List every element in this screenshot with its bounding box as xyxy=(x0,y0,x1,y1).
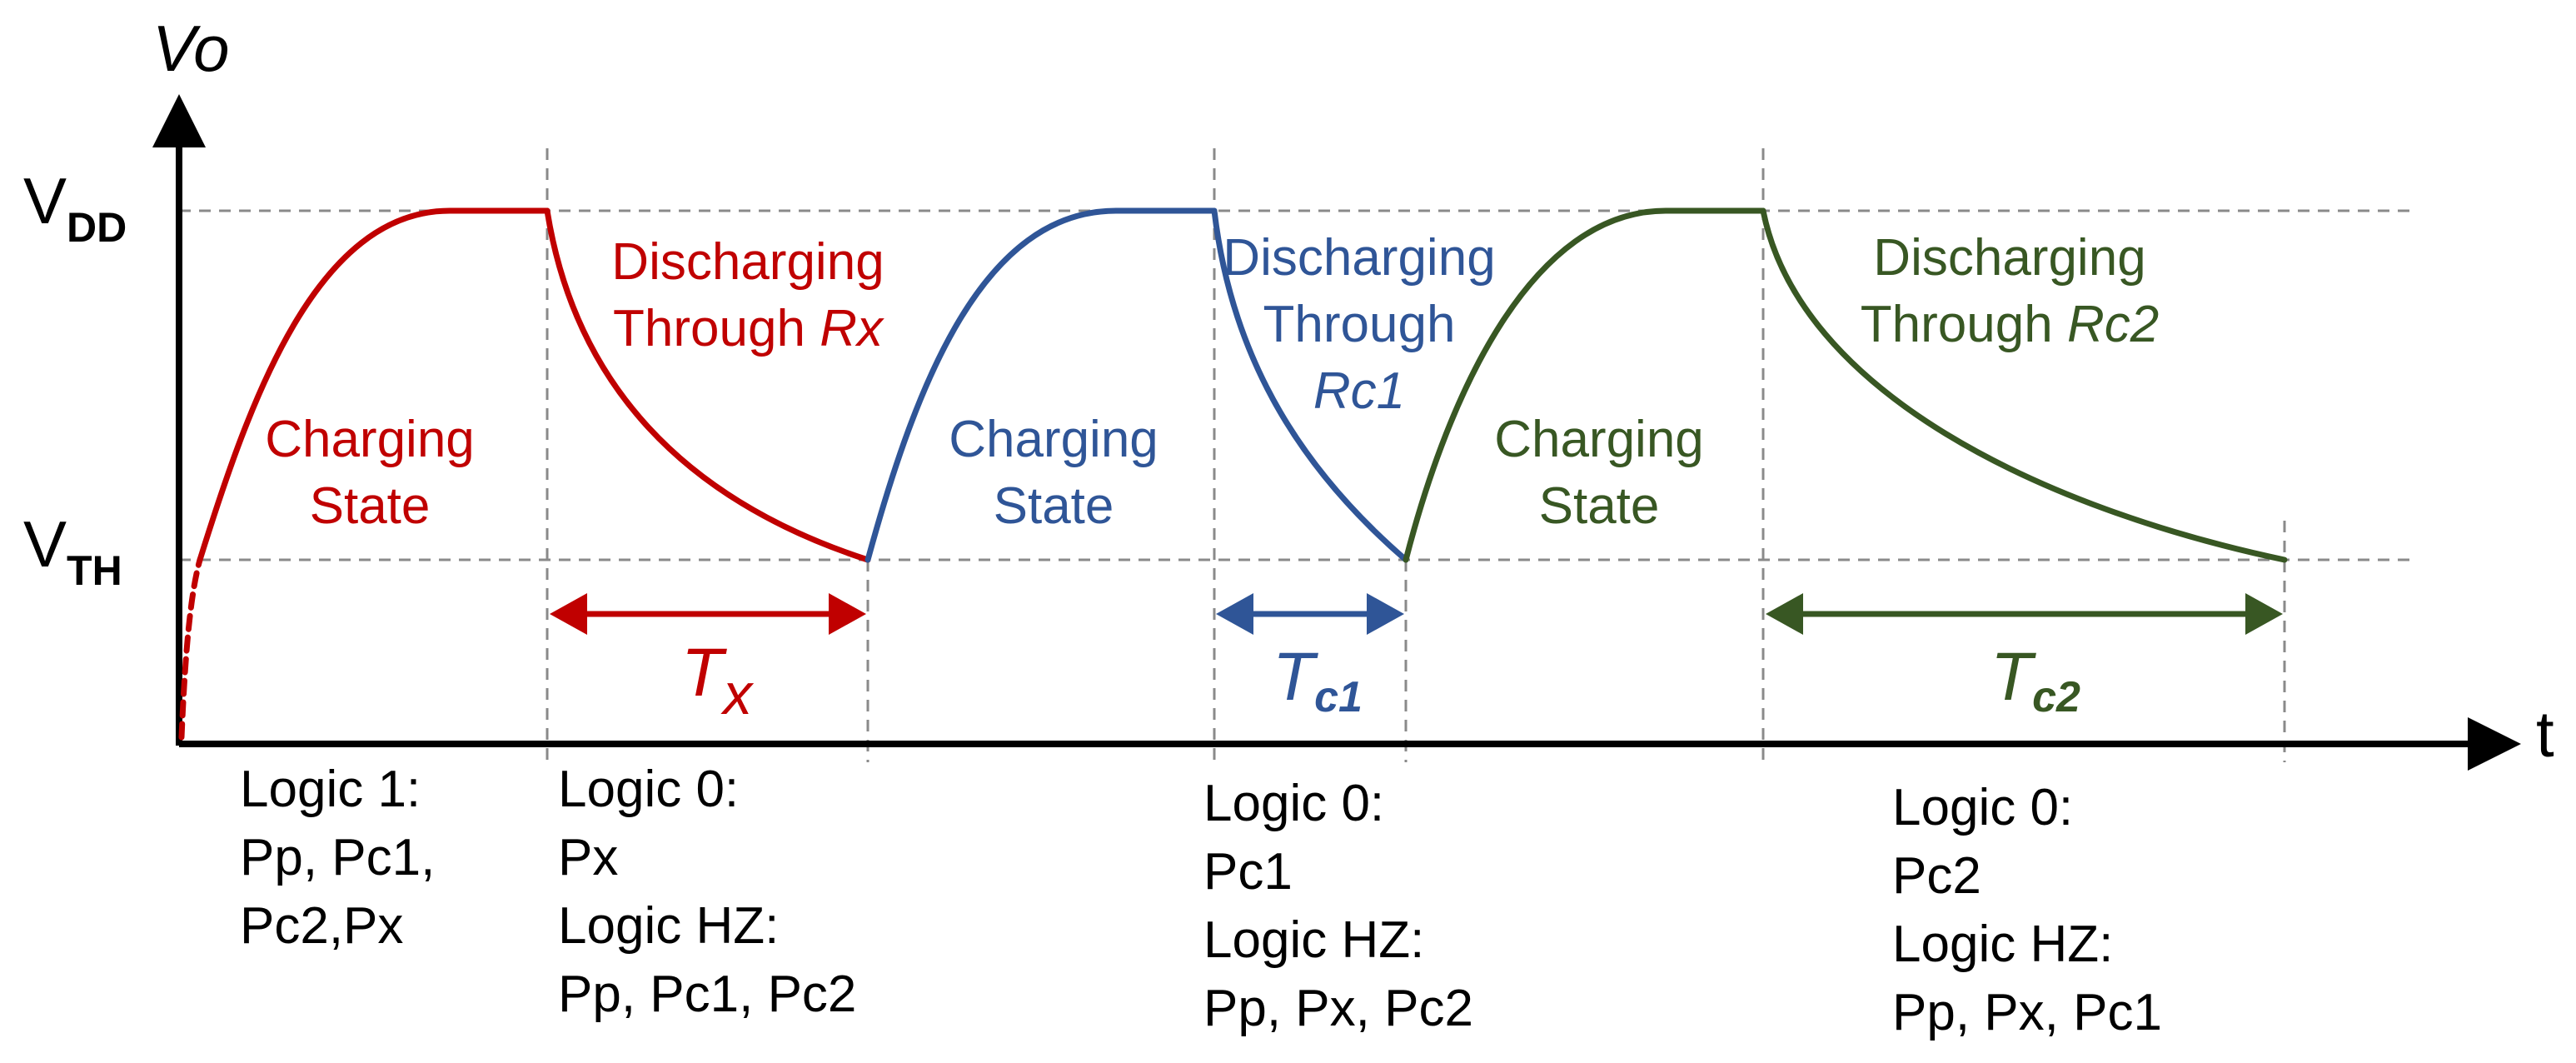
red-discharging-state-label: Discharging Through Rx xyxy=(611,233,884,357)
logic-block-2-line2: Px xyxy=(558,829,618,886)
logic-block-3-line4: Pp, Px, Pc2 xyxy=(1203,980,1473,1037)
tc1-label: Tc1 xyxy=(1273,639,1363,721)
tc2-arrowhead-right xyxy=(2245,593,2283,635)
period-arrows xyxy=(550,593,2283,635)
red-discharging-line1: Discharging xyxy=(611,233,884,291)
logic-block-2-line3: Logic HZ: xyxy=(558,897,779,955)
blue-discharging-line3: Rc1 xyxy=(1313,362,1405,420)
logic-block-1-line3: Pc2,Px xyxy=(240,897,403,955)
logic-block-4-line3: Logic HZ: xyxy=(1892,916,2113,973)
red-discharging-line2: Through Rx xyxy=(613,300,884,357)
logic-block-3: Logic 0: Pc1 Logic HZ: Pp, Px, Pc2 xyxy=(1203,775,1473,1037)
y-axis-label: Vo xyxy=(152,12,230,85)
grid-lines xyxy=(179,148,2415,762)
logic-block-3-line2: Pc1 xyxy=(1203,843,1293,901)
logic-block-4: Logic 0: Pc2 Logic HZ: Pp, Px, Pc1 xyxy=(1892,779,2162,1041)
green-charging-curve xyxy=(1403,207,1766,563)
red-discharging-curve xyxy=(544,207,871,563)
logic-block-3-line1: Logic 0: xyxy=(1203,775,1384,832)
red-charging-line2: State xyxy=(310,477,431,535)
blue-charging-state-label: Charging State xyxy=(949,411,1158,535)
logic-block-4-line2: Pc2 xyxy=(1892,847,1981,905)
logic-block-2-line1: Logic 0: xyxy=(558,761,739,818)
green-charging-state-label: Charging State xyxy=(1494,411,1704,535)
vth-label: VTH xyxy=(23,507,122,594)
blue-charging-curve xyxy=(864,207,1218,563)
green-discharging-line2: Through Rc2 xyxy=(1861,296,2159,353)
blue-charging-line2: State xyxy=(994,477,1114,535)
waveform-curves xyxy=(178,207,2288,741)
tc2-label: Tc2 xyxy=(1991,639,2080,721)
tc2-arrowhead-left xyxy=(1766,593,1803,635)
green-discharging-line1: Discharging xyxy=(1873,229,2145,287)
logic-block-4-line4: Pp, Px, Pc1 xyxy=(1892,984,2162,1041)
red-charging-curve xyxy=(197,207,551,563)
vdd-label: VDD xyxy=(23,164,127,251)
red-charging-state-label: Charging State xyxy=(265,411,475,535)
axes xyxy=(152,94,2521,771)
tx-label: Tx xyxy=(681,635,755,726)
blue-discharging-state-label: Discharging Through Rc1 xyxy=(1223,229,1495,420)
blue-discharging-line2: Through xyxy=(1263,296,1456,353)
red-initial-rise-dashed xyxy=(178,556,203,741)
logic-block-1-line2: Pp, Pc1, xyxy=(240,829,435,886)
tx-arrowhead-right xyxy=(829,593,866,635)
green-charging-line1: Charging xyxy=(1494,411,1704,468)
red-charging-line1: Charging xyxy=(265,411,475,468)
logic-block-1: Logic 1: Pp, Pc1, Pc2,Px xyxy=(240,761,435,955)
tc1-arrowhead-left xyxy=(1216,593,1253,635)
logic-block-4-line1: Logic 0: xyxy=(1892,779,2073,836)
blue-charging-line1: Charging xyxy=(949,411,1158,468)
blue-discharging-curve xyxy=(1211,207,1409,563)
logic-block-2-line4: Pp, Pc1, Pc2 xyxy=(558,966,856,1023)
logic-block-2: Logic 0: Px Logic HZ: Pp, Pc1, Pc2 xyxy=(558,761,856,1023)
green-discharging-state-label: Discharging Through Rc2 xyxy=(1861,229,2159,353)
logic-block-3-line3: Logic HZ: xyxy=(1203,911,1424,969)
tx-arrowhead-left xyxy=(550,593,587,635)
green-discharging-curve xyxy=(1760,207,2288,563)
blue-discharging-line1: Discharging xyxy=(1223,229,1495,287)
logic-block-1-line1: Logic 1: xyxy=(240,761,421,818)
green-charging-line2: State xyxy=(1539,477,1660,535)
tc1-arrowhead-right xyxy=(1367,593,1404,635)
x-axis-label: t xyxy=(2536,697,2554,771)
